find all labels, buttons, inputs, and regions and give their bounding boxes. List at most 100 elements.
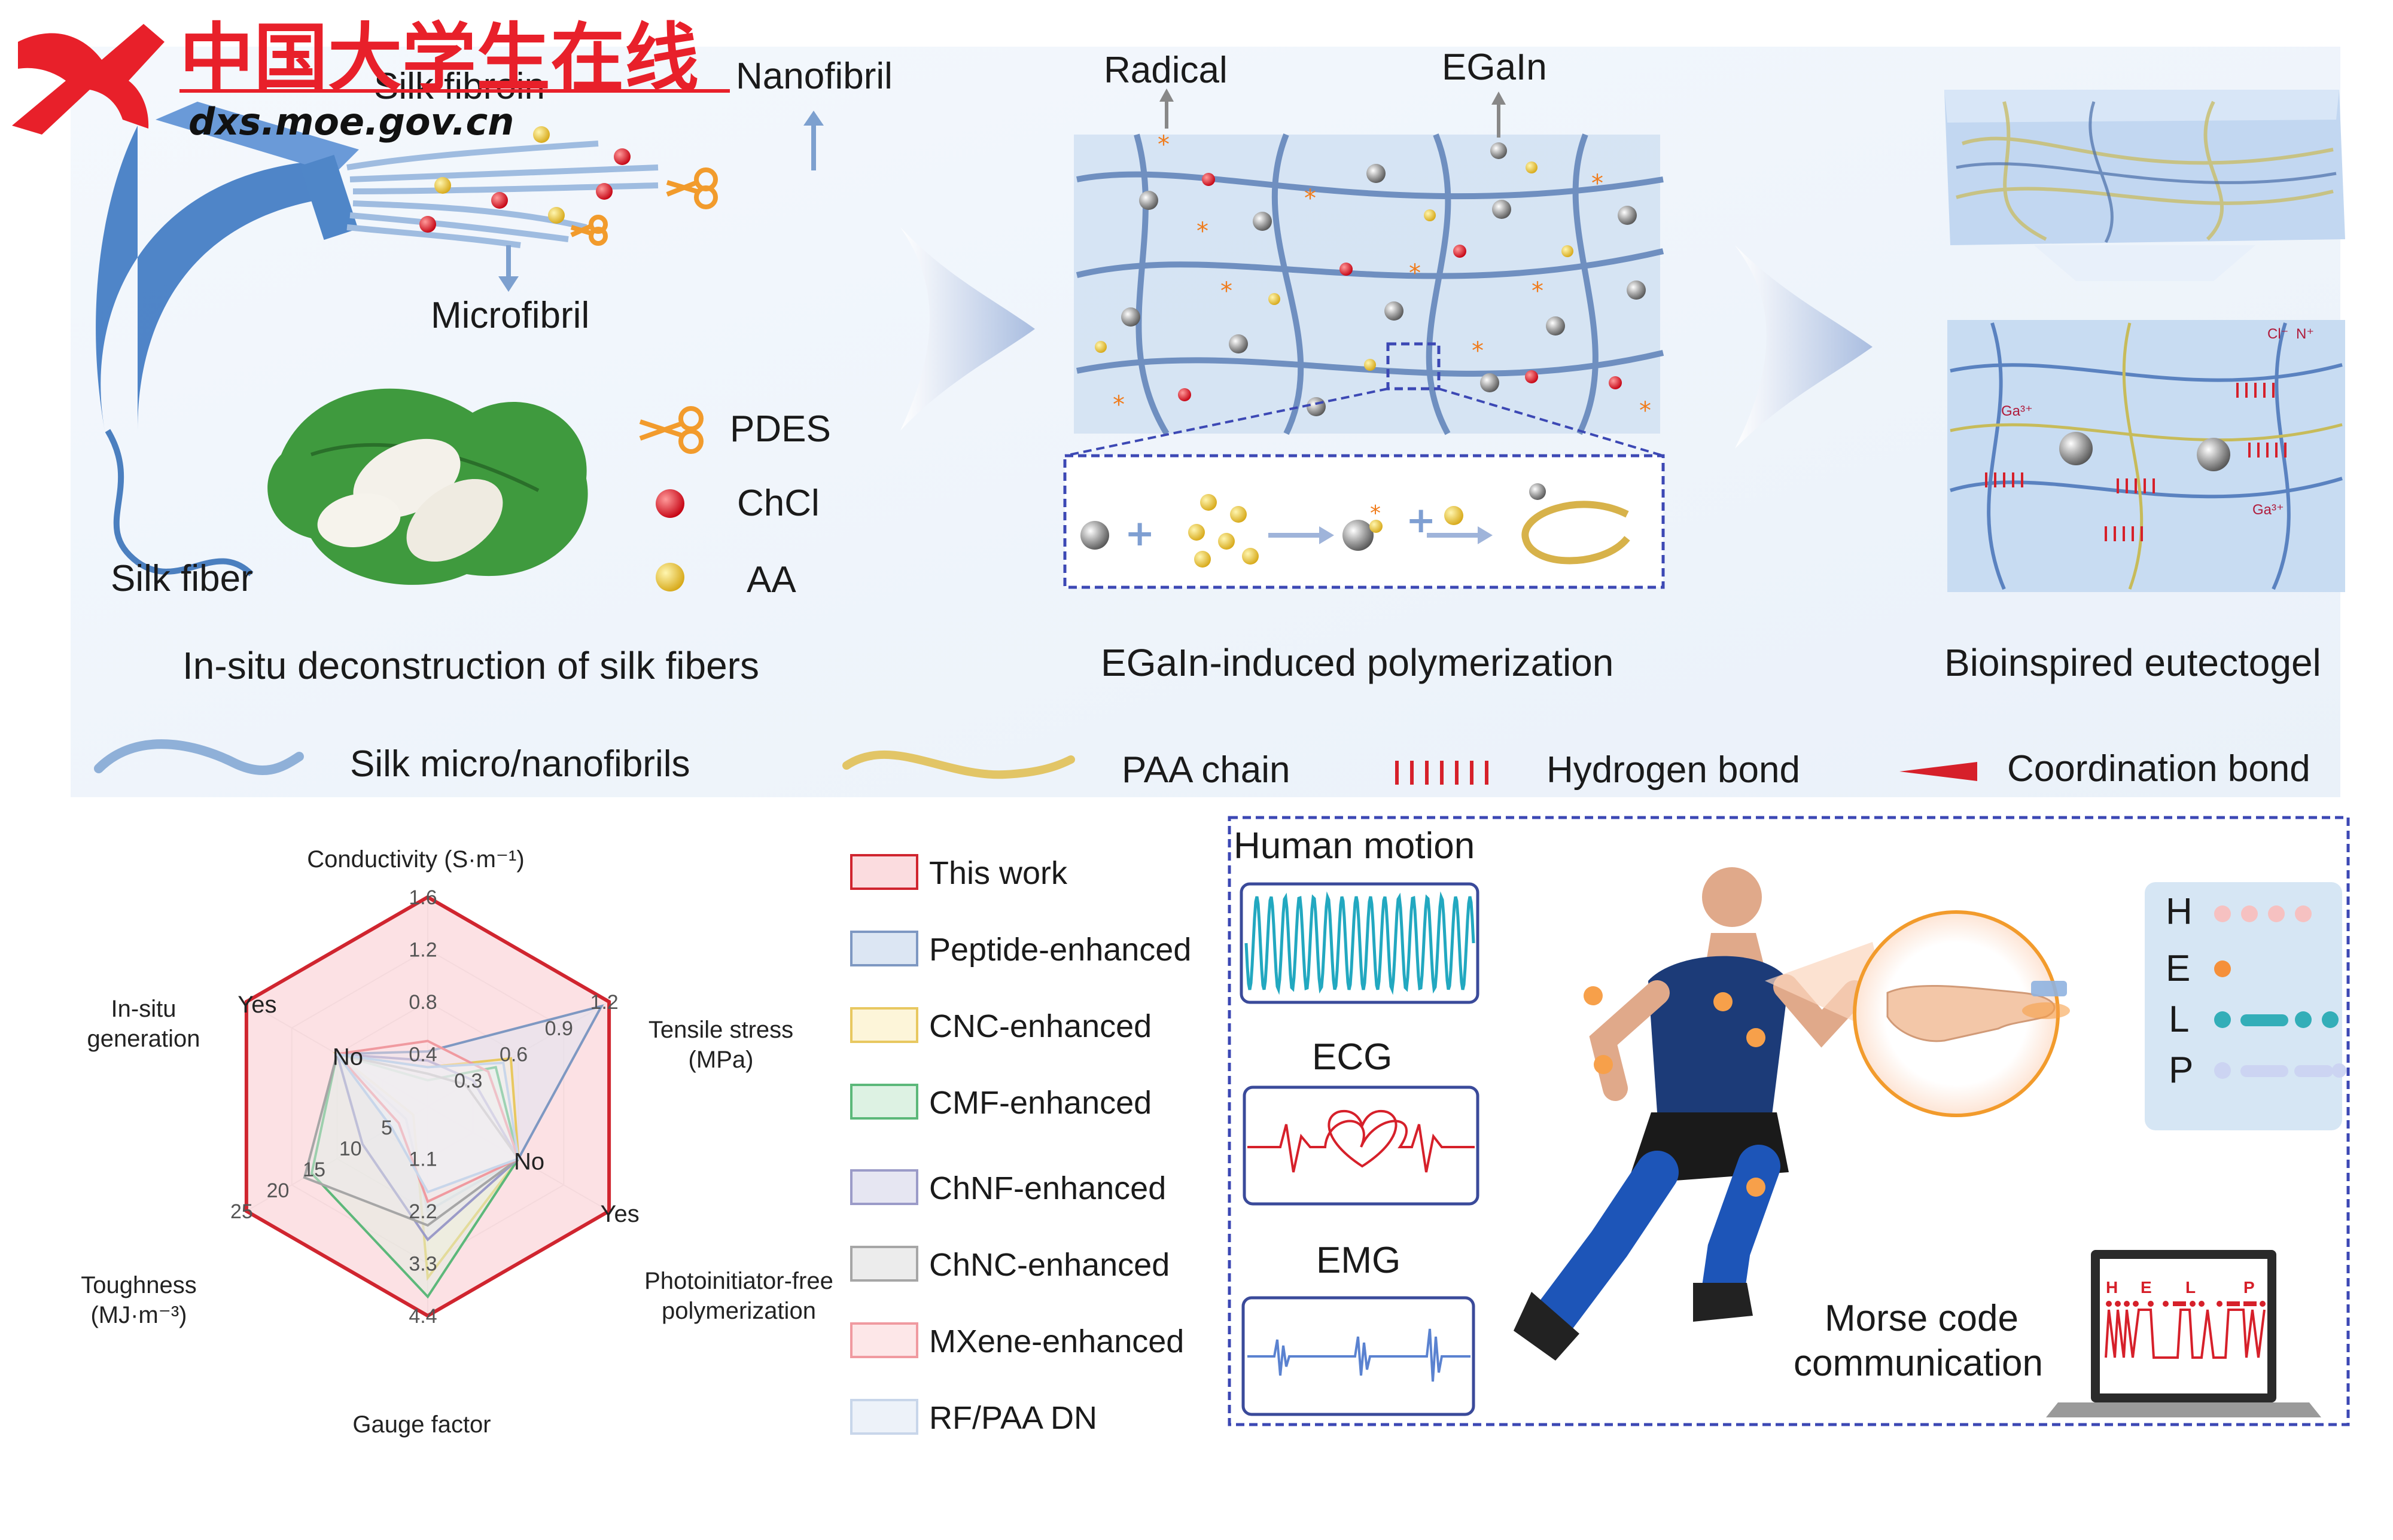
label-human-motion: Human motion: [1234, 825, 1475, 867]
morse-letter-l: L: [2169, 999, 2189, 1040]
radar-tick-label: 1.1: [409, 1148, 437, 1171]
legend-swatch: [850, 1322, 918, 1358]
svg-text:*: *: [1113, 391, 1125, 419]
radar-legend: This workPeptide-enhancedCNC-enhancedCMF…: [850, 854, 1191, 1436]
laptop-letter-p: P: [2243, 1278, 2255, 1297]
watermark-logo: 中国大学生在线 dxs.moe.gov.cn: [12, 16, 730, 144]
svg-text:*: *: [1591, 170, 1603, 197]
legend-label: CMF-enhanced: [929, 1085, 1152, 1121]
radar-axis-label: Gauge factor: [352, 1411, 491, 1438]
radar-tick-label: 10: [339, 1138, 362, 1160]
emg-signal-box: [1241, 1296, 1475, 1416]
heart-icon: [1328, 1109, 1398, 1168]
radar-tick-label: 1.2: [409, 939, 437, 962]
watermark-emblem-icon: [12, 24, 165, 135]
label-microfibril: Microfibril: [431, 295, 589, 336]
radar-tick-label: Yes: [600, 1201, 639, 1227]
radar-tick-label: 0.9: [545, 1017, 573, 1040]
laptop-letter-h: H: [2106, 1278, 2118, 1297]
label-silk-fibroin: Silk fibroin: [374, 66, 545, 107]
runner-illustration: [1514, 867, 1867, 1361]
label-chcl: ChCl: [737, 483, 820, 524]
svg-text:*: *: [1370, 501, 1381, 526]
legend-label: This work: [929, 855, 1068, 891]
legend-swatch: [850, 1007, 918, 1043]
label-radical: Radical: [1104, 50, 1228, 91]
radar-axis-label: Conductivity (S·m⁻¹): [307, 846, 524, 873]
legend-swatch: [850, 931, 918, 966]
radar-tick-label: No: [333, 1044, 363, 1071]
radar-axis-label: In-situ: [111, 996, 176, 1022]
svg-text:*: *: [1304, 185, 1316, 212]
radar-tick-label: 5: [381, 1117, 392, 1139]
label-emg: EMG: [1316, 1240, 1401, 1281]
legend-label: MXene-enhanced: [929, 1324, 1184, 1359]
radar-tick-label: 25: [230, 1200, 253, 1223]
label-nanofibril: Nanofibril: [736, 56, 893, 97]
radar-axis-label: Toughness: [81, 1272, 196, 1298]
legend-swatch: [850, 1084, 918, 1120]
hydrogen-bond-icon: [1395, 761, 1488, 785]
watermark-url: dxs.moe.gov.cn: [188, 100, 514, 144]
laptop-icon: H E L P: [2046, 1250, 2321, 1417]
chcl-red-ball-icon: [656, 489, 684, 518]
svg-text:*: *: [1639, 397, 1651, 425]
legend-label: Peptide-enhanced: [929, 932, 1191, 968]
legend-coord: Coordination bond: [2007, 748, 2310, 789]
ga-ion-label-1: Ga³⁺: [2001, 403, 2033, 419]
radar-axis-label: polymerization: [662, 1298, 816, 1324]
human-motion-signal-box: [1240, 882, 1479, 1004]
silk-fiber-illustration: [96, 102, 824, 585]
radar-tick-label: 20: [267, 1179, 290, 1202]
legend-label: ChNF-enhanced: [929, 1170, 1166, 1206]
finger-sensor-magnifier: [1765, 910, 2070, 1117]
paa-chain-line-icon: [842, 750, 1075, 779]
applications-panel-border: [1228, 816, 2350, 1426]
label-ecg: ECG: [1312, 1036, 1392, 1078]
label-egain: EGaIn: [1442, 47, 1547, 88]
legend-silk: Silk micro/nanofibrils: [350, 743, 690, 785]
radar-tick-label: 1.6: [409, 886, 437, 909]
chloride-ion-label: Cl⁻: [2267, 326, 2288, 342]
svg-text:*: *: [1472, 337, 1484, 365]
title-eutectogel: Bioinspired eutectogel: [1944, 641, 2321, 684]
radar-series-rf-paa-dn: [334, 1052, 520, 1194]
radar-tick-label: 0.3: [454, 1069, 482, 1092]
scissors-icon: [639, 406, 704, 454]
radar-tick-label: 0.8: [409, 991, 437, 1014]
label-morse-line2: communication: [1794, 1343, 2043, 1384]
radar-tick-label: 15: [303, 1158, 325, 1181]
radar-tick-label: 0.6: [500, 1044, 528, 1066]
svg-text:*: *: [1409, 260, 1421, 287]
radar-tick-label: 2.2: [409, 1200, 437, 1223]
morse-letter-e: E: [2166, 948, 2190, 989]
process-arrow-1: [900, 227, 1035, 431]
svg-text:*: *: [1158, 131, 1170, 158]
radar-series-this-work: [244, 895, 611, 1318]
radar-tick-label: 0.4: [409, 1044, 437, 1066]
title-polymerization: EGaIn-induced polymerization: [1101, 641, 1613, 684]
laptop-letter-l: L: [2185, 1278, 2196, 1297]
svg-text:*: *: [1196, 218, 1208, 245]
morse-letter-p: P: [2169, 1050, 2193, 1091]
svg-text:+: +: [1125, 513, 1155, 554]
label-pdes: PDES: [730, 408, 831, 450]
silk-fibril-line-icon: [94, 739, 304, 775]
legend-swatch: [850, 1169, 918, 1205]
legend-label: RF/PAA DN: [929, 1400, 1097, 1436]
label-morse-line1: Morse code: [1825, 1298, 2018, 1339]
legend-swatch: [850, 1246, 918, 1282]
label-silk-fiber: Silk fiber: [111, 558, 253, 599]
radar-tick-label: 4.4: [409, 1305, 437, 1328]
morse-code-panel: H E L P: [2145, 882, 2346, 1130]
legend-paa: PAA chain: [1122, 749, 1290, 791]
process-arrow-2: [1735, 245, 1873, 449]
radar-tick-label: Yes: [238, 992, 276, 1018]
radar-axis-label: Photoinitiator-free: [644, 1268, 833, 1294]
radar-tick-label: No: [514, 1149, 544, 1175]
coordination-bond-wedge-icon: [1899, 762, 1977, 781]
radar-axis-label: Tensile stress: [649, 1017, 793, 1043]
legend-swatch: [850, 854, 918, 890]
reagent-legend: PDES ChCl AA: [639, 406, 831, 600]
label-aa: AA: [747, 559, 796, 600]
